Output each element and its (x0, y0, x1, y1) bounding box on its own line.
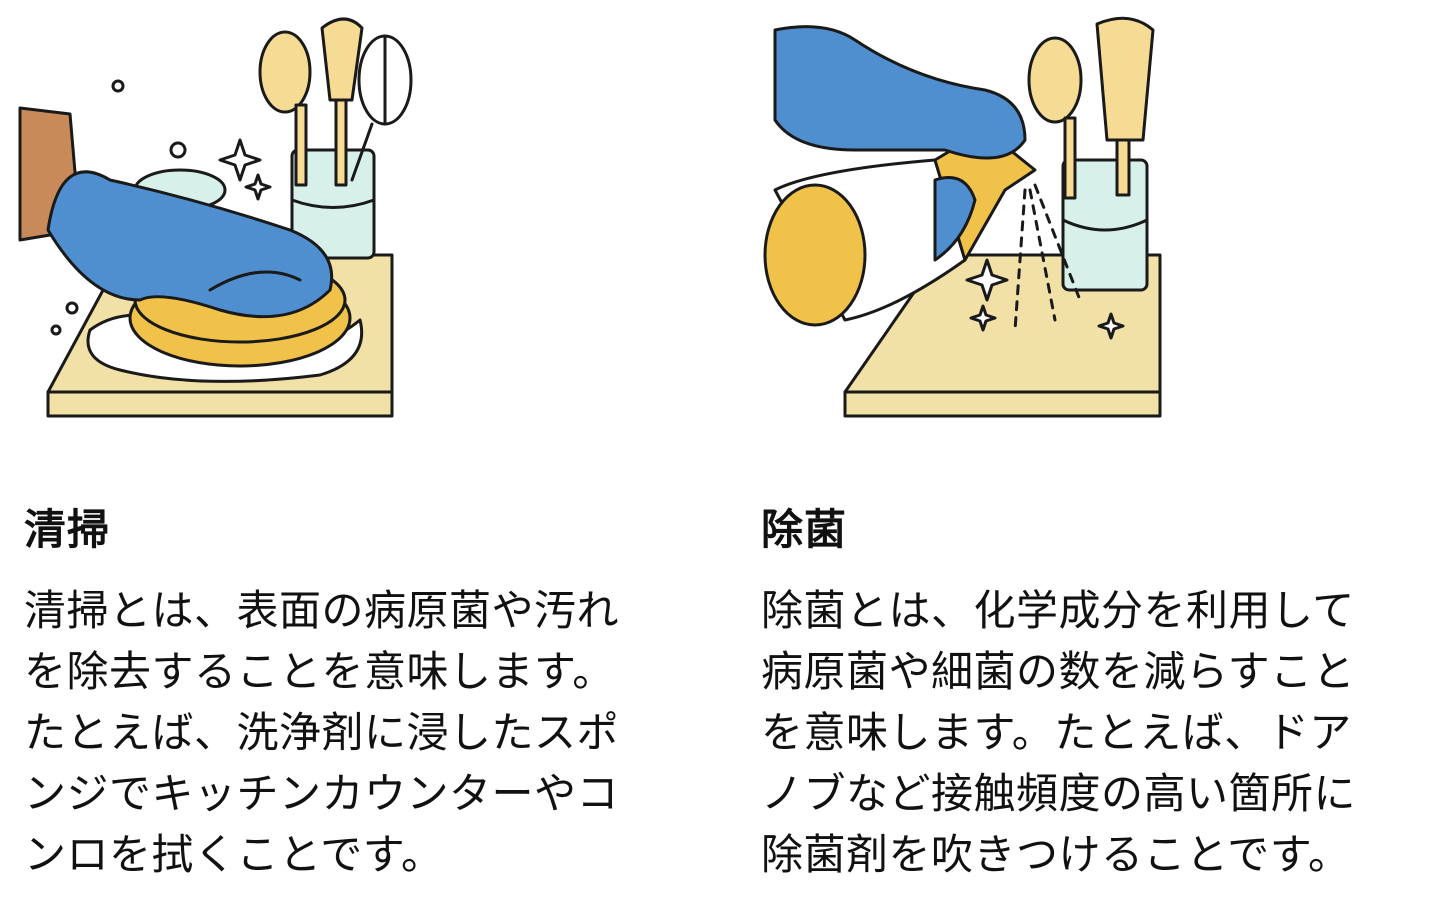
disinfecting-illustration-icon (763, 16, 1162, 418)
disinfecting-heading: 除菌 (761, 505, 848, 554)
disinfecting-line: 除菌剤を吹きつけることです。 (761, 830, 1351, 879)
disinfecting-line: 除菌とは、化学成分を利用して (761, 586, 1355, 635)
disinfecting-line: 病原菌や細菌の数を減らすこと (761, 647, 1356, 696)
disinfecting-line: を意味します。たとえば、ドア (761, 708, 1352, 757)
cleaning-description: 清掃とは、表面の病原菌や汚れ を除去することを意味します。 たとえば、洗浄剤に浸… (24, 580, 714, 885)
cleaning-line: ンジでキッチンカウンターやコ (24, 769, 620, 818)
disinfecting-line: ノブなど接触頻度の高い箇所に (761, 769, 1357, 818)
disinfecting-section: 除菌 除菌とは、化学成分を利用して 病原菌や細菌の数を減らすこと を意味します。… (735, 0, 1435, 910)
cleaning-line: ンロを拭くことです。 (24, 830, 444, 879)
cleaning-heading: 清掃 (24, 505, 111, 554)
cleaning-illustration-icon (18, 17, 413, 418)
disinfecting-description: 除菌とは、化学成分を利用して 病原菌や細菌の数を減らすこと を意味します。たとえ… (761, 580, 1451, 885)
cleaning-line: を除去することを意味します。 (24, 647, 615, 696)
cleaning-line: たとえば、洗浄剤に浸したスポ (24, 708, 620, 757)
cleaning-line: 清掃とは、表面の病原菌や汚れ (24, 586, 620, 635)
cleaning-section: 清掃 清掃とは、表面の病原菌や汚れ を除去することを意味します。 たとえば、洗浄… (0, 0, 700, 910)
